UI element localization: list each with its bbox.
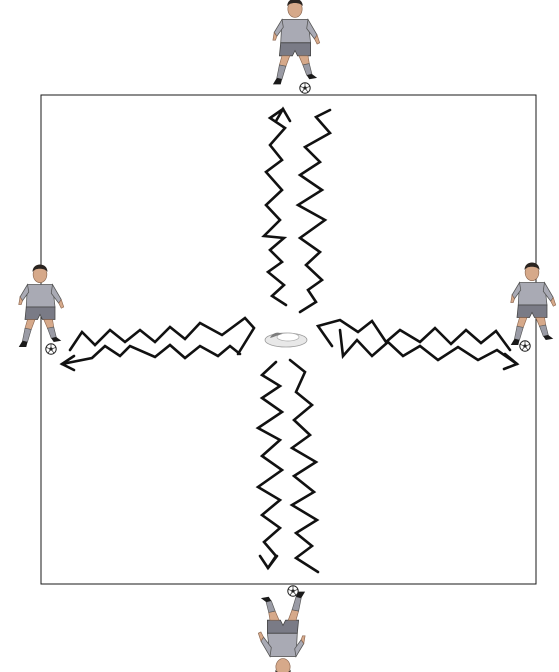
soccer-ball-left-icon bbox=[46, 344, 56, 354]
dribble-path-left-out bbox=[62, 345, 240, 364]
soccer-ball-top-icon bbox=[300, 83, 310, 93]
soccer-ball-bottom-icon bbox=[288, 586, 298, 596]
center-cone-icon bbox=[265, 333, 307, 347]
dribble-path-bottom-out bbox=[258, 362, 282, 568]
dribble-path-top-return bbox=[298, 110, 330, 312]
soccer-player-bottom-icon bbox=[258, 592, 305, 672]
soccer-player-right-icon bbox=[511, 263, 556, 346]
arrowhead-bottom bbox=[260, 556, 277, 568]
arrowhead-right bbox=[504, 354, 517, 369]
soccer-player-top-icon bbox=[273, 0, 320, 84]
soccer-ball-right-icon bbox=[520, 341, 530, 351]
dribble-path-right-return bbox=[318, 320, 510, 350]
arrowhead-top bbox=[276, 109, 290, 121]
dribble-path-top-out bbox=[264, 109, 286, 305]
dribble-path-bottom-return bbox=[290, 360, 318, 572]
